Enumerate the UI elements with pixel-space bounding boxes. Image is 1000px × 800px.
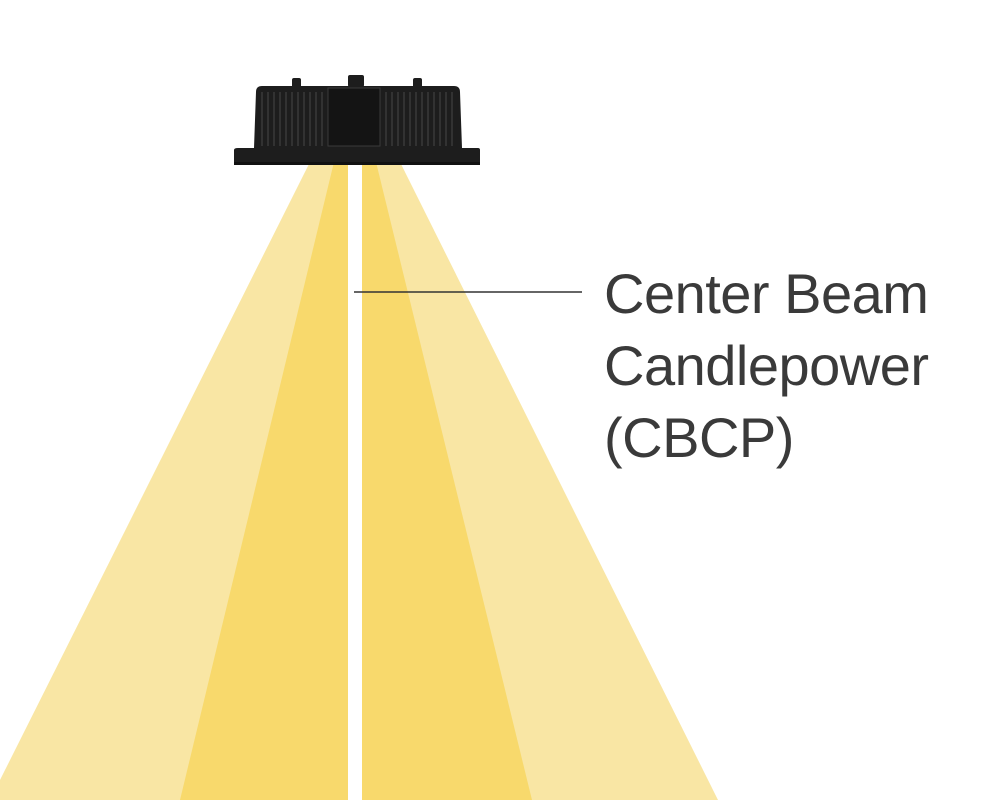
cbcp-label: Center Beam Candlepower (CBCP) (604, 258, 994, 474)
center-beam-gap (348, 160, 362, 800)
label-line-2: Candlepower (604, 334, 929, 397)
label-line-3: (CBCP) (604, 406, 794, 469)
led-downlight-fixture-icon (234, 75, 480, 165)
label-line-1: Center Beam (604, 262, 929, 325)
